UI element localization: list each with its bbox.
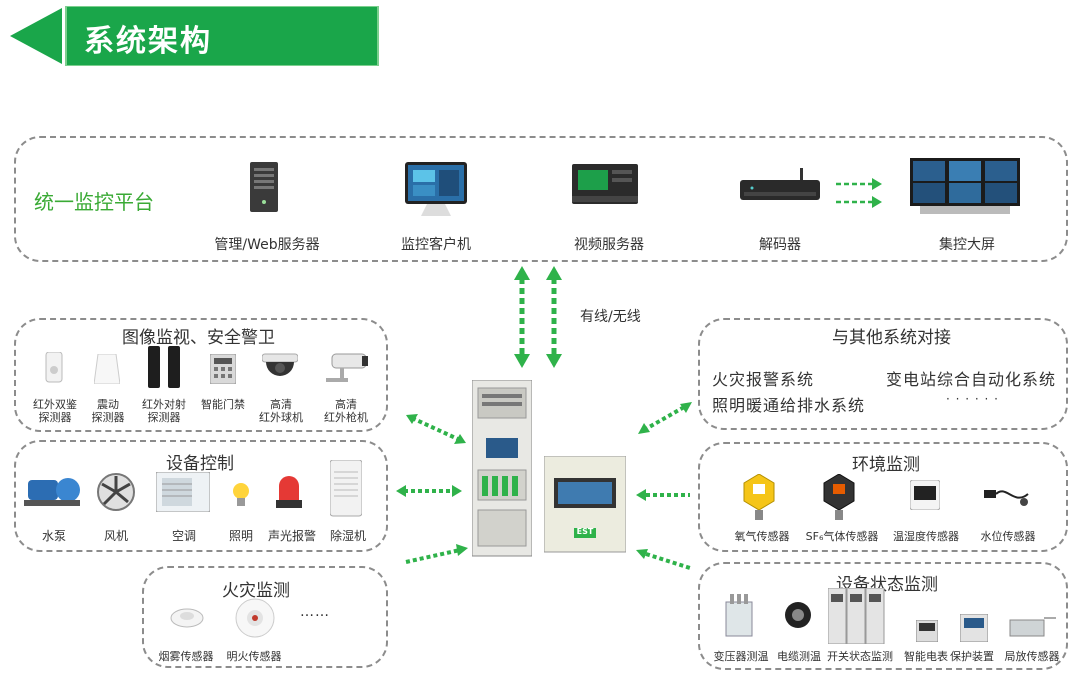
oxygen-sensor-icon (742, 473, 776, 524)
transformer-icon (724, 594, 754, 642)
arrow-left-bottom-icon (405, 544, 468, 564)
arrow-right-bottom-icon (636, 549, 691, 570)
rack-server-icon (572, 160, 638, 214)
other-system-item: 火灾报警系统 (712, 370, 815, 389)
control-item-label: 声光报警 (267, 529, 317, 543)
security-item-label: 震动 探测器 (91, 398, 125, 424)
fire-more: …… (300, 604, 330, 620)
dehumidifier-icon (329, 459, 363, 522)
platform-title: 统一监控平台 (34, 190, 154, 214)
thermo-hygro-sensor-icon (909, 479, 941, 514)
control-cabinet-icon (471, 379, 533, 562)
security-item-label: 红外双鉴 探测器 (33, 398, 77, 424)
status-item-label: 保护装置 (950, 650, 994, 663)
water-level-sensor-icon (984, 484, 1030, 514)
status-item-label: 局放传感器 (1004, 650, 1060, 663)
security-item-label: 红外对射 探测器 (142, 398, 186, 424)
arrow-left-mid-icon (396, 485, 462, 497)
security-item-label: 高清 红外枪机 (324, 398, 368, 424)
banner-shape (10, 6, 379, 66)
fire-monitor-title: 火灾监测 (222, 581, 290, 601)
status-monitor-group (698, 562, 1068, 670)
device-control-title: 设备控制 (166, 454, 234, 474)
platform-item-label: 集控大屏 (939, 237, 995, 253)
env-item-label: SF₆气体传感器 (805, 530, 879, 543)
header-banner: 系统架构 (0, 6, 380, 66)
security-item-label: 智能门禁 (201, 398, 245, 411)
arrow-left-top-icon (406, 414, 466, 444)
access-control-icon (209, 353, 237, 388)
env-item-label: 温湿度传感器 (893, 530, 959, 543)
switchgear-icon (827, 587, 886, 648)
platform-item-label: 视频服务器 (574, 237, 644, 253)
video-wall-icon (910, 158, 1020, 220)
flame-sensor-icon (234, 598, 276, 642)
control-item-label: 除湿机 (329, 529, 367, 543)
fire-item-label: 烟雾传感器 (158, 650, 214, 663)
double-arrow-icon (836, 178, 882, 208)
control-panel-icon (543, 455, 627, 558)
control-item-label: 照明 (228, 529, 254, 543)
other-system-item: · · · · · · (946, 392, 999, 406)
status-item-label: 变压器测温 (713, 650, 769, 663)
smart-meter-icon (915, 619, 939, 646)
beam-detector-icon (146, 346, 182, 392)
pir-detector-icon (44, 351, 64, 388)
dome-camera-icon (261, 352, 299, 388)
image-security-title: 图像监视、安全警卫 (122, 328, 275, 348)
status-item-label: 开关状态监测 (827, 650, 893, 663)
vibration-detector-icon (93, 353, 121, 388)
air-conditioner-icon (155, 471, 211, 516)
env-monitor-title: 环境监测 (852, 455, 920, 475)
security-item-label: 高清 红外球机 (259, 398, 303, 424)
platform-item-label: 管理/Web服务器 (214, 237, 320, 253)
bulb-icon (232, 482, 250, 512)
other-systems-title: 与其他系统对接 (832, 328, 951, 348)
image-security-group (14, 318, 388, 432)
status-item-label: 智能电表 (904, 650, 948, 663)
updown-arrows-icon (514, 266, 562, 368)
monitor-icon (405, 162, 467, 222)
control-item-label: 水泵 (41, 529, 67, 543)
fire-monitor-group (142, 566, 388, 668)
env-item-label: 氧气传感器 (734, 530, 790, 543)
alarm-light-icon (276, 476, 302, 516)
env-item-label: 水位传感器 (980, 530, 1036, 543)
sf6-sensor-icon (822, 473, 856, 524)
server-tower-icon (248, 162, 280, 216)
status-item-label: 电缆测温 (777, 650, 821, 663)
fire-item-label: 明火传感器 (226, 650, 282, 663)
env-monitor-group (698, 442, 1068, 552)
other-systems-group (698, 318, 1068, 430)
page-title: 系统架构 (84, 24, 212, 59)
partial-discharge-sensor-icon (1008, 610, 1058, 642)
platform-group (14, 136, 1068, 262)
arrow-right-mid-icon (636, 489, 690, 501)
pump-icon (24, 470, 84, 514)
control-item-label: 风机 (103, 529, 129, 543)
platform-item-label: 解码器 (759, 237, 801, 253)
decoder-icon (740, 168, 820, 208)
link-label: 有线/无线 (580, 309, 641, 325)
panel-logo: EST (576, 527, 594, 536)
platform-item-label: 监控客户机 (401, 237, 471, 253)
other-system-item: 变电站综合自动化系统 (886, 370, 1057, 389)
protection-device-icon (959, 613, 989, 646)
other-system-item: 照明暖通给排水系统 (712, 396, 866, 415)
control-item-label: 空调 (171, 529, 197, 543)
smoke-sensor-icon (170, 606, 204, 632)
arrow-right-top-icon (638, 402, 692, 434)
fan-icon (96, 472, 136, 516)
bullet-camera-icon (324, 350, 368, 390)
cable-sensor-icon (782, 600, 816, 634)
device-control-group (14, 440, 388, 552)
